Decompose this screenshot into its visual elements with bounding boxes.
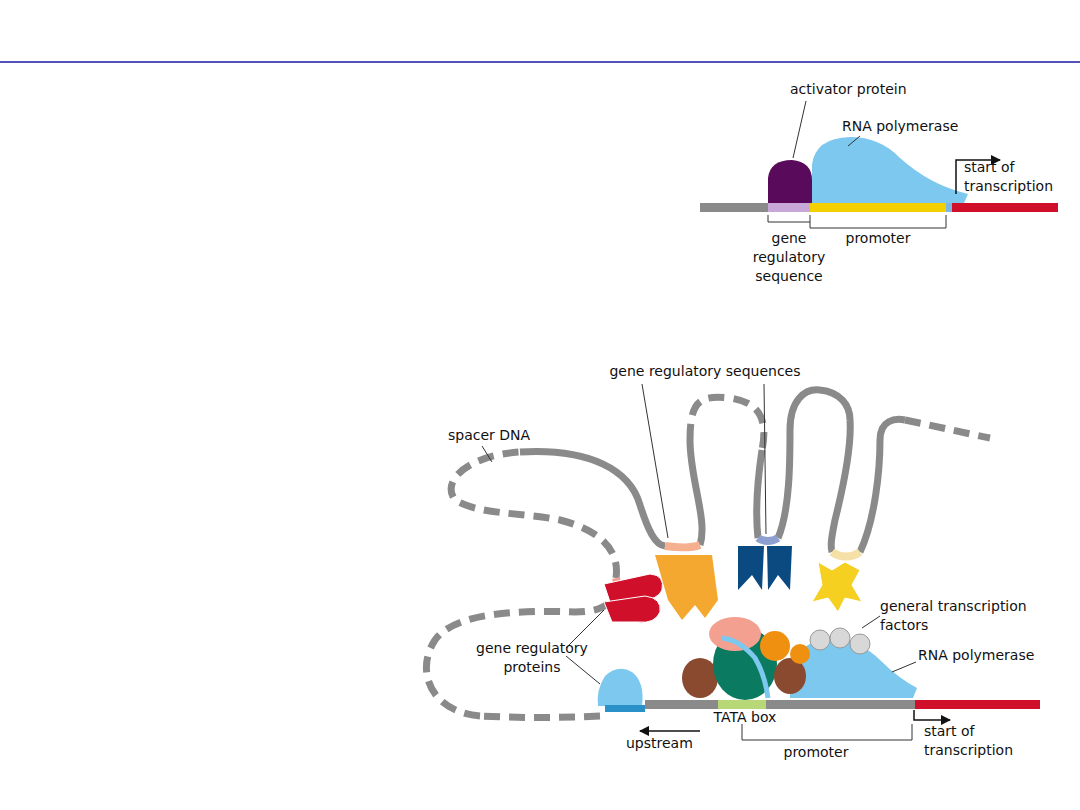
transcription-factor	[850, 634, 870, 654]
gene-regulatory-protein	[767, 546, 792, 590]
gene-coding-region	[952, 203, 1058, 212]
leader-line	[848, 136, 860, 146]
dna-strand	[700, 203, 770, 212]
regulatory-sequence	[832, 552, 860, 557]
polymerase-tail	[722, 638, 768, 698]
rna-polymerase-shape	[812, 137, 968, 203]
dna-strand	[645, 700, 915, 709]
bracket	[810, 215, 946, 228]
transcription-arrow	[914, 710, 950, 720]
callout-label: TATA box	[700, 708, 790, 727]
callout-label: promoter	[828, 229, 928, 248]
transcription-factor	[709, 617, 761, 651]
callout-label: spacer DNA	[448, 426, 558, 445]
spacer-dna	[451, 452, 616, 578]
transcription-factor	[790, 644, 810, 664]
gene-regulatory-protein	[655, 555, 718, 620]
spacer-dna	[426, 590, 615, 716]
leader-line	[892, 662, 916, 672]
callout-label: RNA polymerase	[842, 117, 972, 136]
callout-label: start of transcription	[924, 722, 1036, 760]
transcription-factor	[830, 628, 850, 648]
gene-regulatory-protein	[812, 562, 862, 612]
regulatory-sequence	[665, 545, 700, 547]
annotations	[482, 384, 950, 740]
upstream-arrow	[640, 730, 700, 732]
regulatory-sequence	[605, 705, 645, 712]
spacer-dna	[690, 397, 764, 450]
transcription-factor	[760, 631, 790, 661]
eukaryotic-proteins	[598, 546, 1040, 712]
gene-regulatory-protein	[598, 669, 643, 706]
leader-line	[862, 616, 880, 628]
spacer-dna	[480, 716, 600, 718]
leader-line	[566, 656, 600, 684]
gene-regulatory-protein	[738, 546, 764, 590]
callout-label: promoter	[776, 743, 856, 762]
dna-strand	[757, 450, 762, 538]
dna-strand	[946, 203, 952, 212]
transcription-factor	[810, 630, 830, 650]
regulatory-sequence	[758, 538, 778, 541]
promoter-region	[810, 203, 946, 212]
dna-strand	[831, 420, 850, 552]
callout-label: activator protein	[790, 80, 940, 99]
dna-strand	[690, 440, 702, 545]
tata-box	[718, 700, 766, 709]
bracket	[768, 215, 810, 222]
header-rule	[0, 61, 1080, 63]
eukaryotic-gene	[426, 390, 990, 718]
callout-label: gene regulatory sequences	[600, 362, 810, 381]
dna-strand	[860, 419, 905, 552]
gene-coding-region	[915, 700, 1040, 709]
callout-label: upstream	[626, 734, 716, 753]
gene-regulatory-protein	[604, 596, 660, 622]
callout-label: gene regulatory sequence	[742, 229, 836, 286]
bracket	[742, 724, 912, 740]
callout-label: RNA polymerase	[918, 646, 1058, 665]
activator-protein-shape	[768, 160, 812, 203]
leader-line	[642, 384, 668, 538]
leader-line	[764, 384, 766, 534]
leader-line	[793, 101, 806, 158]
spacer-dna	[905, 420, 990, 438]
leader-line	[482, 446, 492, 462]
callout-label: gene regulatory proteins	[468, 639, 596, 677]
transcription-factor	[682, 658, 718, 698]
regulatory-sequence	[768, 203, 810, 212]
dna-strand	[520, 452, 665, 546]
callout-label: general transcription factors	[880, 597, 1076, 635]
callout-label: start of transcription	[964, 158, 1076, 196]
